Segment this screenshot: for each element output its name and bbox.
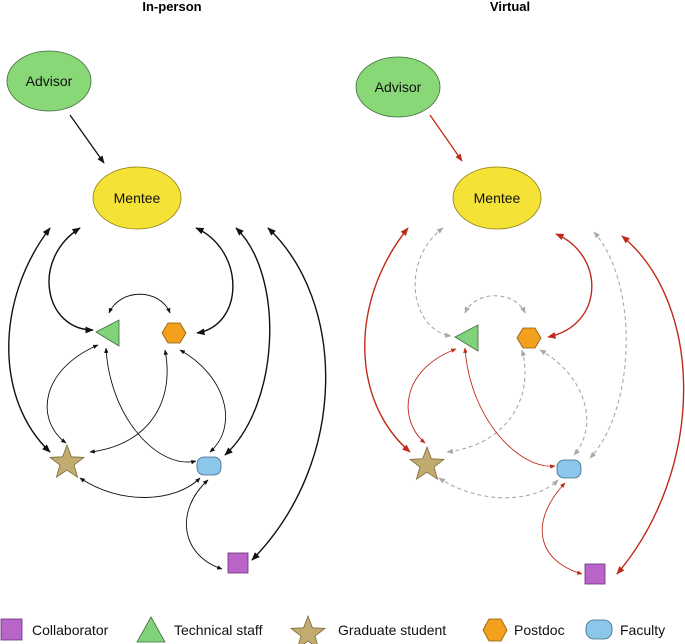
edge-mentee-faculty bbox=[224, 227, 271, 456]
edge-postdoc-graduate-student bbox=[446, 349, 527, 454]
edge-advisor-mentee bbox=[429, 114, 463, 162]
virtual-panel: Virtual Advisor Mentee bbox=[355, 0, 685, 585]
legend-label-faculty: Faculty bbox=[620, 622, 665, 638]
edge-mentee-graduate-student bbox=[8, 227, 51, 453]
legend-label-technical-staff: Technical staff bbox=[174, 622, 263, 638]
legend-item-collaborator: Collaborator bbox=[0, 618, 109, 641]
graduate-student-node bbox=[408, 445, 446, 481]
edge-postdoc-faculty bbox=[179, 349, 226, 453]
edge-mentee-collaborator bbox=[616, 235, 685, 575]
postdoc-node bbox=[161, 322, 187, 344]
technical-staff-swatch bbox=[136, 616, 166, 643]
faculty-node bbox=[196, 456, 222, 476]
edge-faculty-collaborator bbox=[186, 479, 223, 570]
edge-mentee-postdoc bbox=[547, 233, 593, 339]
edge-mentee-collaborator bbox=[251, 227, 327, 561]
edge-postdoc-graduate-student bbox=[89, 349, 169, 454]
mentee-node bbox=[92, 166, 182, 230]
mentee-label: Mentee bbox=[114, 190, 161, 206]
edge-mentee-faculty bbox=[589, 231, 627, 459]
postdoc-node bbox=[516, 327, 542, 349]
edge-graduate-student-faculty bbox=[438, 477, 559, 499]
in-person-panel: In-person Advisor Mentee bbox=[6, 0, 327, 574]
edge-graduate-student-faculty bbox=[79, 477, 201, 498]
graduate-student-swatch bbox=[289, 614, 327, 644]
legend-label-postdoc: Postdoc bbox=[514, 622, 565, 638]
edge-technical-staff-postdoc bbox=[108, 293, 171, 314]
in-person-edges bbox=[8, 114, 327, 570]
edge-mentee-postdoc bbox=[195, 227, 234, 336]
advisor-label: Advisor bbox=[375, 79, 422, 95]
edge-technical-staff-graduate-student bbox=[46, 344, 99, 444]
edge-technical-staff-faculty bbox=[463, 347, 556, 469]
technical-staff-node bbox=[454, 324, 479, 352]
postdoc-swatch bbox=[482, 618, 508, 642]
edge-advisor-mentee bbox=[69, 114, 105, 164]
virtual-strong-edges bbox=[364, 114, 685, 575]
legend-item-technical-staff: Technical staff bbox=[136, 616, 263, 643]
virtual-title: Virtual bbox=[490, 0, 530, 14]
legend-item-graduate-student: Graduate student bbox=[289, 614, 446, 644]
edge-technical-staff-postdoc bbox=[464, 295, 526, 314]
collaborator-node bbox=[584, 563, 606, 585]
faculty-node bbox=[556, 459, 582, 479]
edge-technical-staff-graduate-student bbox=[407, 348, 457, 444]
edge-postdoc-faculty bbox=[539, 349, 588, 456]
mentee-label: Mentee bbox=[474, 190, 521, 206]
technical-staff-node bbox=[95, 319, 120, 347]
edge-mentee-graduate-student bbox=[364, 227, 411, 453]
legend-label-graduate-student: Graduate student bbox=[338, 622, 446, 638]
mentee-node bbox=[452, 166, 542, 230]
legend-item-faculty: Faculty bbox=[585, 619, 665, 640]
faculty-swatch bbox=[585, 619, 613, 640]
edge-mentee-technical-staff bbox=[48, 227, 94, 334]
legend: Collaborator Technical staff Graduate st… bbox=[0, 614, 665, 644]
advisor-node bbox=[355, 56, 441, 118]
collaborator-node bbox=[227, 552, 249, 574]
advisor-label: Advisor bbox=[26, 73, 73, 89]
legend-item-postdoc: Postdoc bbox=[482, 618, 565, 642]
advisor-node bbox=[6, 50, 92, 112]
virtual-weak-edges bbox=[414, 227, 627, 499]
edge-faculty-collaborator bbox=[541, 482, 583, 575]
collaborator-swatch bbox=[0, 618, 23, 641]
edge-mentee-technical-staff bbox=[414, 227, 452, 338]
legend-label-collaborator: Collaborator bbox=[32, 622, 109, 638]
in-person-title: In-person bbox=[142, 0, 201, 14]
graduate-student-node bbox=[48, 443, 86, 479]
